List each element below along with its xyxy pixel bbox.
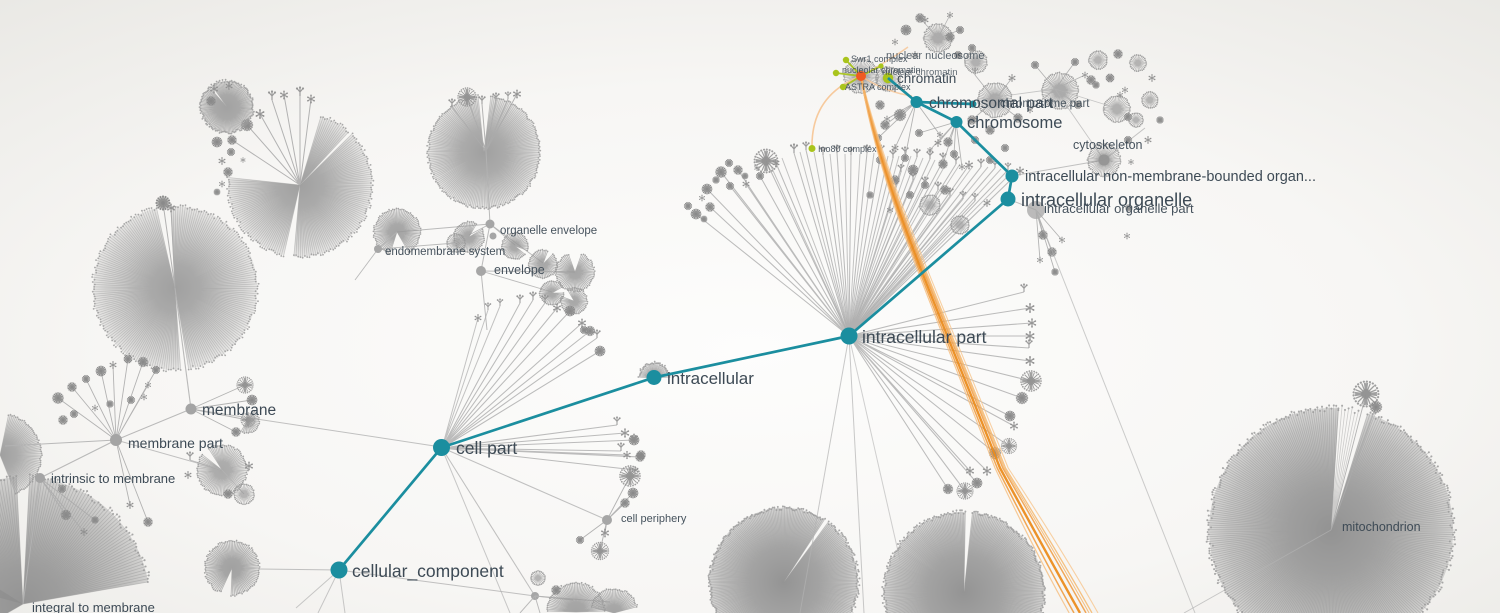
svg-text:organelle envelope: organelle envelope [500, 225, 597, 237]
svg-text:chromatin: chromatin [897, 71, 956, 86]
svg-text:membrane part: membrane part [128, 435, 223, 451]
svg-text:ASTRA complex: ASTRA complex [845, 82, 911, 92]
svg-text:cytoskeleton: cytoskeleton [1073, 138, 1143, 152]
svg-text:intracellular organelle part: intracellular organelle part [1044, 201, 1194, 216]
svg-text:envelope: envelope [494, 263, 545, 277]
svg-text:intrinsic to membrane: intrinsic to membrane [51, 471, 175, 486]
svg-text:Ino80 complex: Ino80 complex [818, 144, 877, 154]
svg-text:Swr1 complex: Swr1 complex [851, 54, 908, 64]
svg-text:chromosomal part: chromosomal part [929, 95, 1054, 112]
svg-text:intracellular part: intracellular part [862, 327, 987, 347]
svg-text:mitochondrion: mitochondrion [1342, 520, 1421, 534]
svg-text:intracellular non-membrane-bou: intracellular non-membrane-bounded organ… [1025, 169, 1316, 185]
svg-text:endomembrane system: endomembrane system [385, 246, 505, 258]
svg-text:membrane: membrane [202, 402, 276, 419]
svg-text:chromosome part: chromosome part [1000, 98, 1090, 110]
svg-text:cellular_component: cellular_component [352, 561, 504, 582]
svg-text:nuclear nucleosome: nuclear nucleosome [886, 50, 984, 62]
svg-text:nuclear chromatin: nuclear chromatin [882, 67, 958, 78]
svg-text:cell periphery: cell periphery [621, 513, 687, 525]
svg-text:cell part: cell part [456, 438, 517, 458]
svg-text:intracellular: intracellular [667, 369, 754, 388]
svg-text:intracellular organelle: intracellular organelle [1021, 190, 1192, 210]
svg-text:nucleolar chromatin: nucleolar chromatin [842, 65, 921, 75]
svg-text:integral to membrane: integral to membrane [32, 600, 155, 613]
svg-text:chromosome: chromosome [967, 114, 1062, 132]
